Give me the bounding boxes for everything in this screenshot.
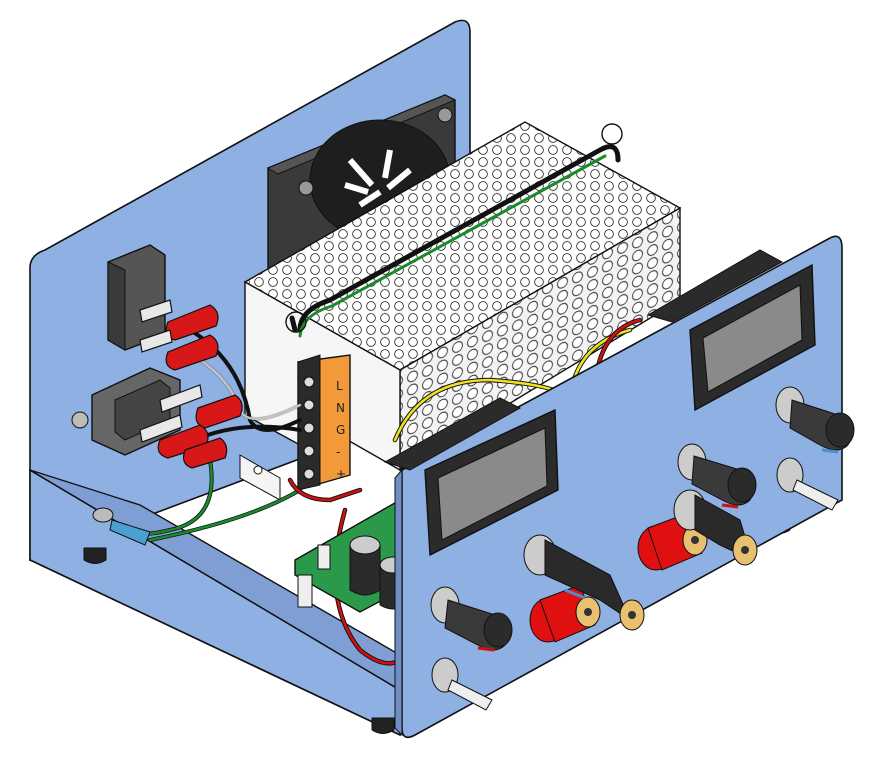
spade-connector-1 <box>139 299 219 341</box>
ammeter-display <box>646 249 816 412</box>
current-knob <box>775 386 855 454</box>
capacitor-icon <box>349 535 381 596</box>
toggle-switch-right <box>776 457 839 511</box>
spade-connectors <box>139 299 243 469</box>
voltage-knob <box>430 586 513 652</box>
binding-post-red-left <box>529 584 601 643</box>
spade-connector-3 <box>159 384 243 429</box>
fan-screw-icon <box>298 180 314 196</box>
spade-connector-2 <box>139 329 219 371</box>
screw-icon <box>71 411 89 429</box>
spade-connector-4 <box>139 414 228 469</box>
binding-post-black-right <box>673 489 758 566</box>
terminal-label-plus: + <box>336 467 348 481</box>
terminal-label-g: G <box>336 423 347 437</box>
toggle-switch-left <box>431 657 493 711</box>
voltmeter-display <box>383 397 559 557</box>
fine-knob <box>677 443 757 509</box>
terminal-block: L N G - + <box>297 354 351 491</box>
terminal-label-minus: - <box>336 445 342 459</box>
power-switch-rear <box>107 244 166 351</box>
terminal-label-l: L <box>336 379 345 393</box>
binding-post-black-left <box>523 534 645 631</box>
ground-lug <box>92 507 151 546</box>
fan-screw-icon <box>437 107 453 123</box>
terminal-label-n: N <box>336 401 347 415</box>
